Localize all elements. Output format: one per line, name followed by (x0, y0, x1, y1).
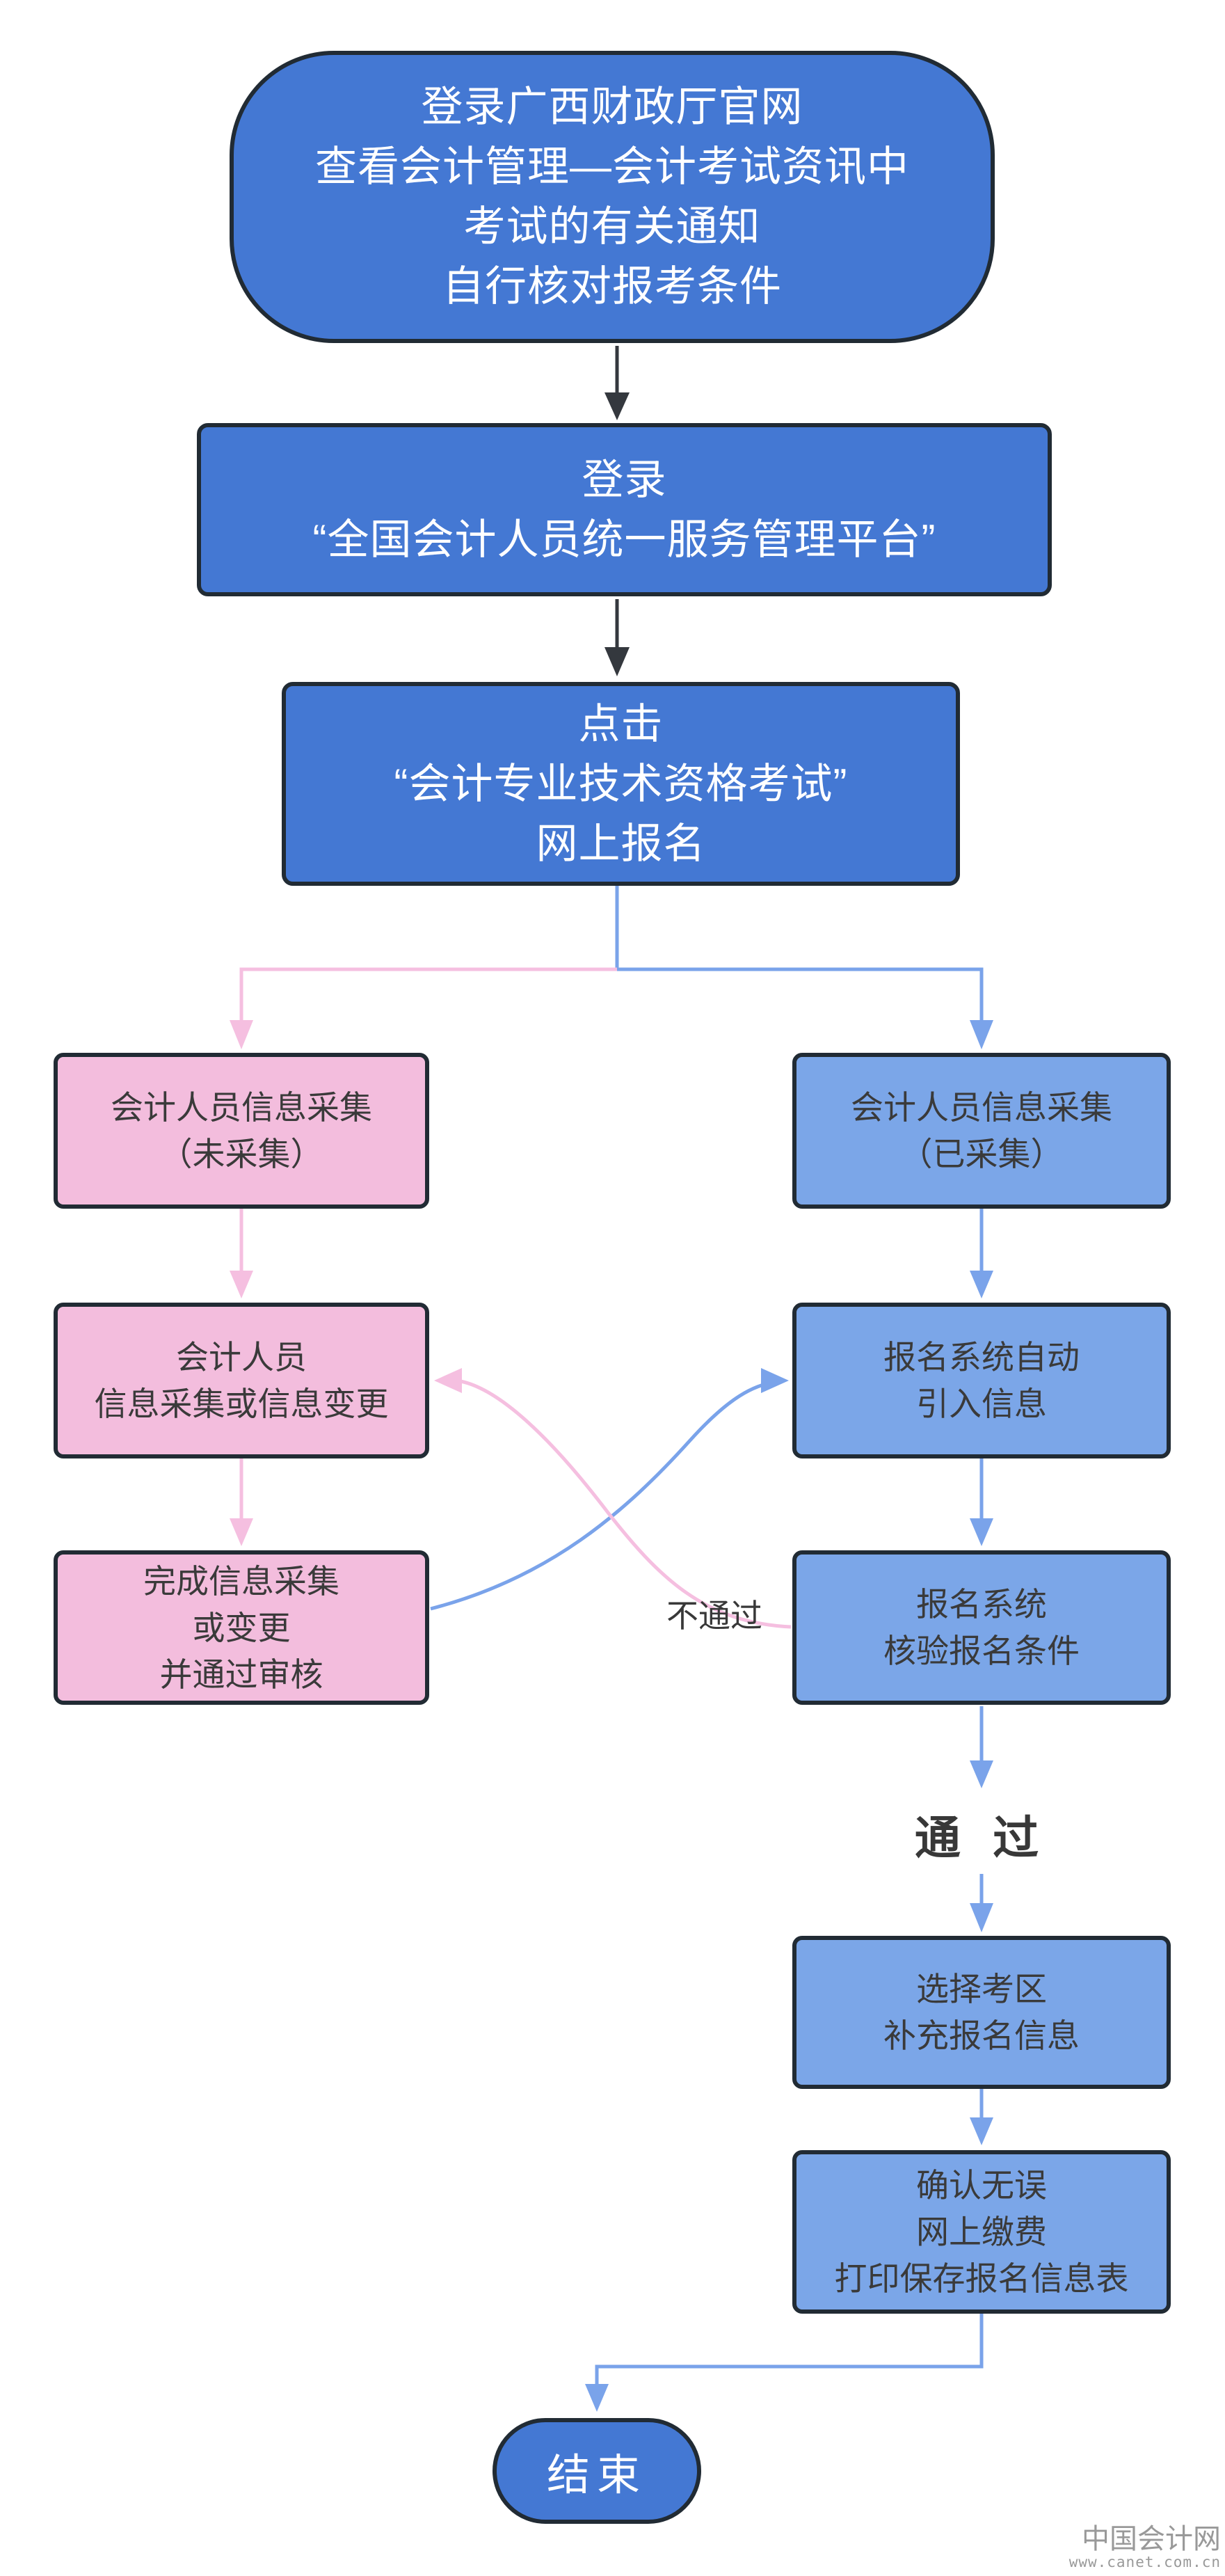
node-login-platform: 登录 “全国会计人员统一服务管理平台” (197, 423, 1052, 596)
arrowhead-notcollected-to-collect (230, 1271, 253, 1298)
node-line: 自行核对报考条件 (442, 263, 782, 310)
node-info-collected: 会计人员信息采集 （已采集） (792, 1053, 1171, 1209)
node-line: 会计人员信息采集 (851, 1089, 1112, 1126)
node-end: 结束 (493, 2418, 701, 2524)
node-line: 查看会计管理—会计考试资讯中 (315, 143, 909, 190)
arrowhead-pass-to-select (970, 1903, 993, 1932)
node-line: 引入信息 (916, 1385, 1047, 1422)
arrowhead-verify-to-pass (970, 1760, 993, 1788)
node-verify-conditions: 报名系统 核验报名条件 (792, 1550, 1171, 1705)
arrowhead-collect-to-finish (230, 1518, 253, 1546)
node-finish-collect-audit: 完成信息采集 或变更 并通过审核 (54, 1550, 429, 1705)
node-line: 登录 (582, 456, 667, 503)
node-line: 结束 (546, 2451, 647, 2499)
watermark-url: www.canet.com.cn (1068, 2554, 1221, 2570)
node-login-guangxi-notice: 登录广西财政厅官网 查看会计管理—会计考试资讯中 考试的有关通知 自行核对报考条… (230, 51, 995, 343)
node-line: 信息采集或信息变更 (94, 1385, 389, 1422)
node-line: 确认无误 (916, 2167, 1047, 2204)
node-line: 补充报名信息 (883, 2017, 1080, 2054)
node-line: 点击 (578, 700, 664, 747)
node-line: 并通过审核 (159, 1655, 323, 1693)
node-line: 会计人员信息采集 (111, 1089, 372, 1126)
arrowhead-confirm-to-end (585, 2384, 609, 2412)
node-line: 登录广西财政厅官网 (421, 84, 803, 130)
node-line: 打印保存报名信息表 (834, 2260, 1129, 2297)
arrowhead-finish-to-autoimport (761, 1368, 789, 1393)
arrowhead-notice-to-login (605, 392, 630, 420)
label-pass: 通 过 (914, 1812, 1049, 1863)
edge-verify-fail-curve (460, 1379, 792, 1629)
node-line: 完成信息采集 (143, 1562, 339, 1600)
node-line: 选择考区 (916, 1971, 1047, 2007)
arrowhead-collected-to-autoimport (970, 1271, 993, 1298)
node-line: 或变更 (192, 1609, 291, 1646)
node-click-exam-register: 点击 “会计专业技术资格考试” 网上报名 (282, 682, 960, 886)
node-collect-or-change: 会计人员 信息采集或信息变更 (54, 1303, 429, 1458)
arrowhead-verify-fail (434, 1368, 462, 1393)
node-line: “全国会计人员统一服务管理平台” (312, 516, 936, 563)
node-line: 会计人员 (176, 1339, 307, 1376)
arrowhead-select-to-confirm (970, 2117, 993, 2145)
node-select-area: 选择考区 补充报名信息 (792, 1936, 1171, 2089)
node-confirm-pay-print: 确认无误 网上缴费 打印保存报名信息表 (792, 2150, 1171, 2314)
watermark-site: 中国会计网 (1082, 2524, 1221, 2554)
arrowhead-login-to-click (605, 647, 630, 676)
node-line: 报名系统自动 (883, 1339, 1080, 1376)
node-line: 考试的有关通知 (463, 203, 761, 250)
node-line: “会计专业技术资格考试” (394, 760, 848, 807)
watermark: 中国会计网 www.canet.com.cn (1069, 2525, 1221, 2570)
edge-branch-right (617, 967, 984, 1020)
node-line: 报名系统 (916, 1586, 1047, 1623)
edge-finish-to-autoimport-curve (430, 1380, 777, 1611)
node-info-not-collected: 会计人员信息采集 （未采集） (54, 1053, 429, 1209)
node-line: 网上报名 (536, 820, 706, 867)
node-line: （已采集） (899, 1136, 1064, 1172)
node-auto-import: 报名系统自动 引入信息 (792, 1303, 1171, 1458)
arrowhead-branch-left (230, 1020, 253, 1049)
node-line: 网上缴费 (916, 2213, 1047, 2250)
arrowhead-autoimport-to-verify (970, 1518, 993, 1546)
arrowhead-branch-right (970, 1020, 993, 1049)
edge-confirm-to-end (595, 2314, 984, 2384)
node-line: （未采集） (159, 1136, 323, 1172)
label-fail: 不通过 (666, 1598, 762, 1634)
edge-branch-left (239, 967, 617, 1020)
node-line: 核验报名条件 (883, 1632, 1080, 1669)
